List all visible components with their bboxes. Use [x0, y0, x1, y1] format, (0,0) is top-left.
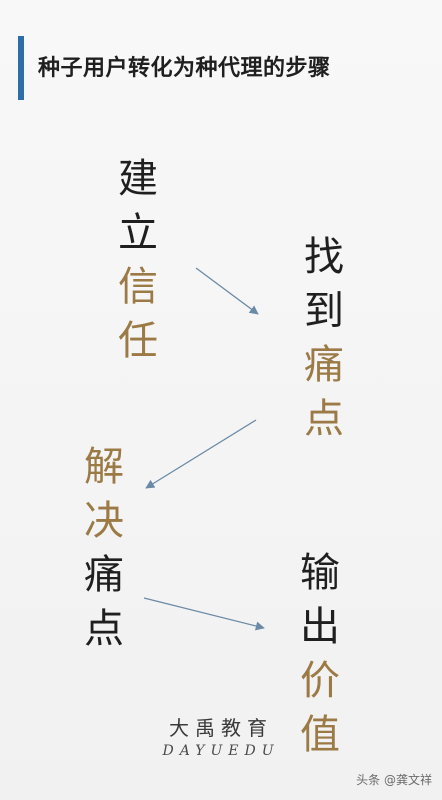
step-char: 到 [304, 288, 344, 334]
step-build-trust: 建 立 信 任 [118, 152, 158, 368]
step-solve-pain-point: 解 决 痛 点 [84, 440, 124, 656]
step-char: 出 [300, 604, 340, 650]
step-char: 点 [84, 606, 124, 652]
step-find-pain-point: 找 到 痛 点 [304, 230, 344, 446]
step-char: 立 [118, 210, 158, 256]
step-char: 输 [300, 550, 340, 596]
step-char: 痛 [304, 342, 344, 388]
slide-title: 种子用户转化为种代理的步骤 [38, 56, 331, 81]
step-char: 解 [84, 444, 124, 490]
step-char: 找 [304, 234, 344, 280]
brand-watermark: 大禹教育 DAYUEDU [0, 712, 442, 759]
brand-watermark-chinese: 大禹教育 [169, 716, 273, 740]
step-char: 信 [118, 264, 158, 310]
step-char: 价 [300, 658, 340, 704]
step-char: 决 [84, 498, 124, 544]
step-char: 点 [304, 396, 344, 442]
step-char: 建 [118, 156, 158, 202]
brand-watermark-english: DAYUEDU [162, 743, 280, 759]
source-credit: 头条 @龚文祥 [356, 773, 432, 787]
step-output-value: 输 出 价 值 [300, 546, 340, 762]
step-char: 值 [300, 712, 340, 758]
title-accent-bar [18, 36, 24, 100]
step-char: 痛 [84, 552, 124, 598]
step-char: 任 [118, 318, 158, 364]
